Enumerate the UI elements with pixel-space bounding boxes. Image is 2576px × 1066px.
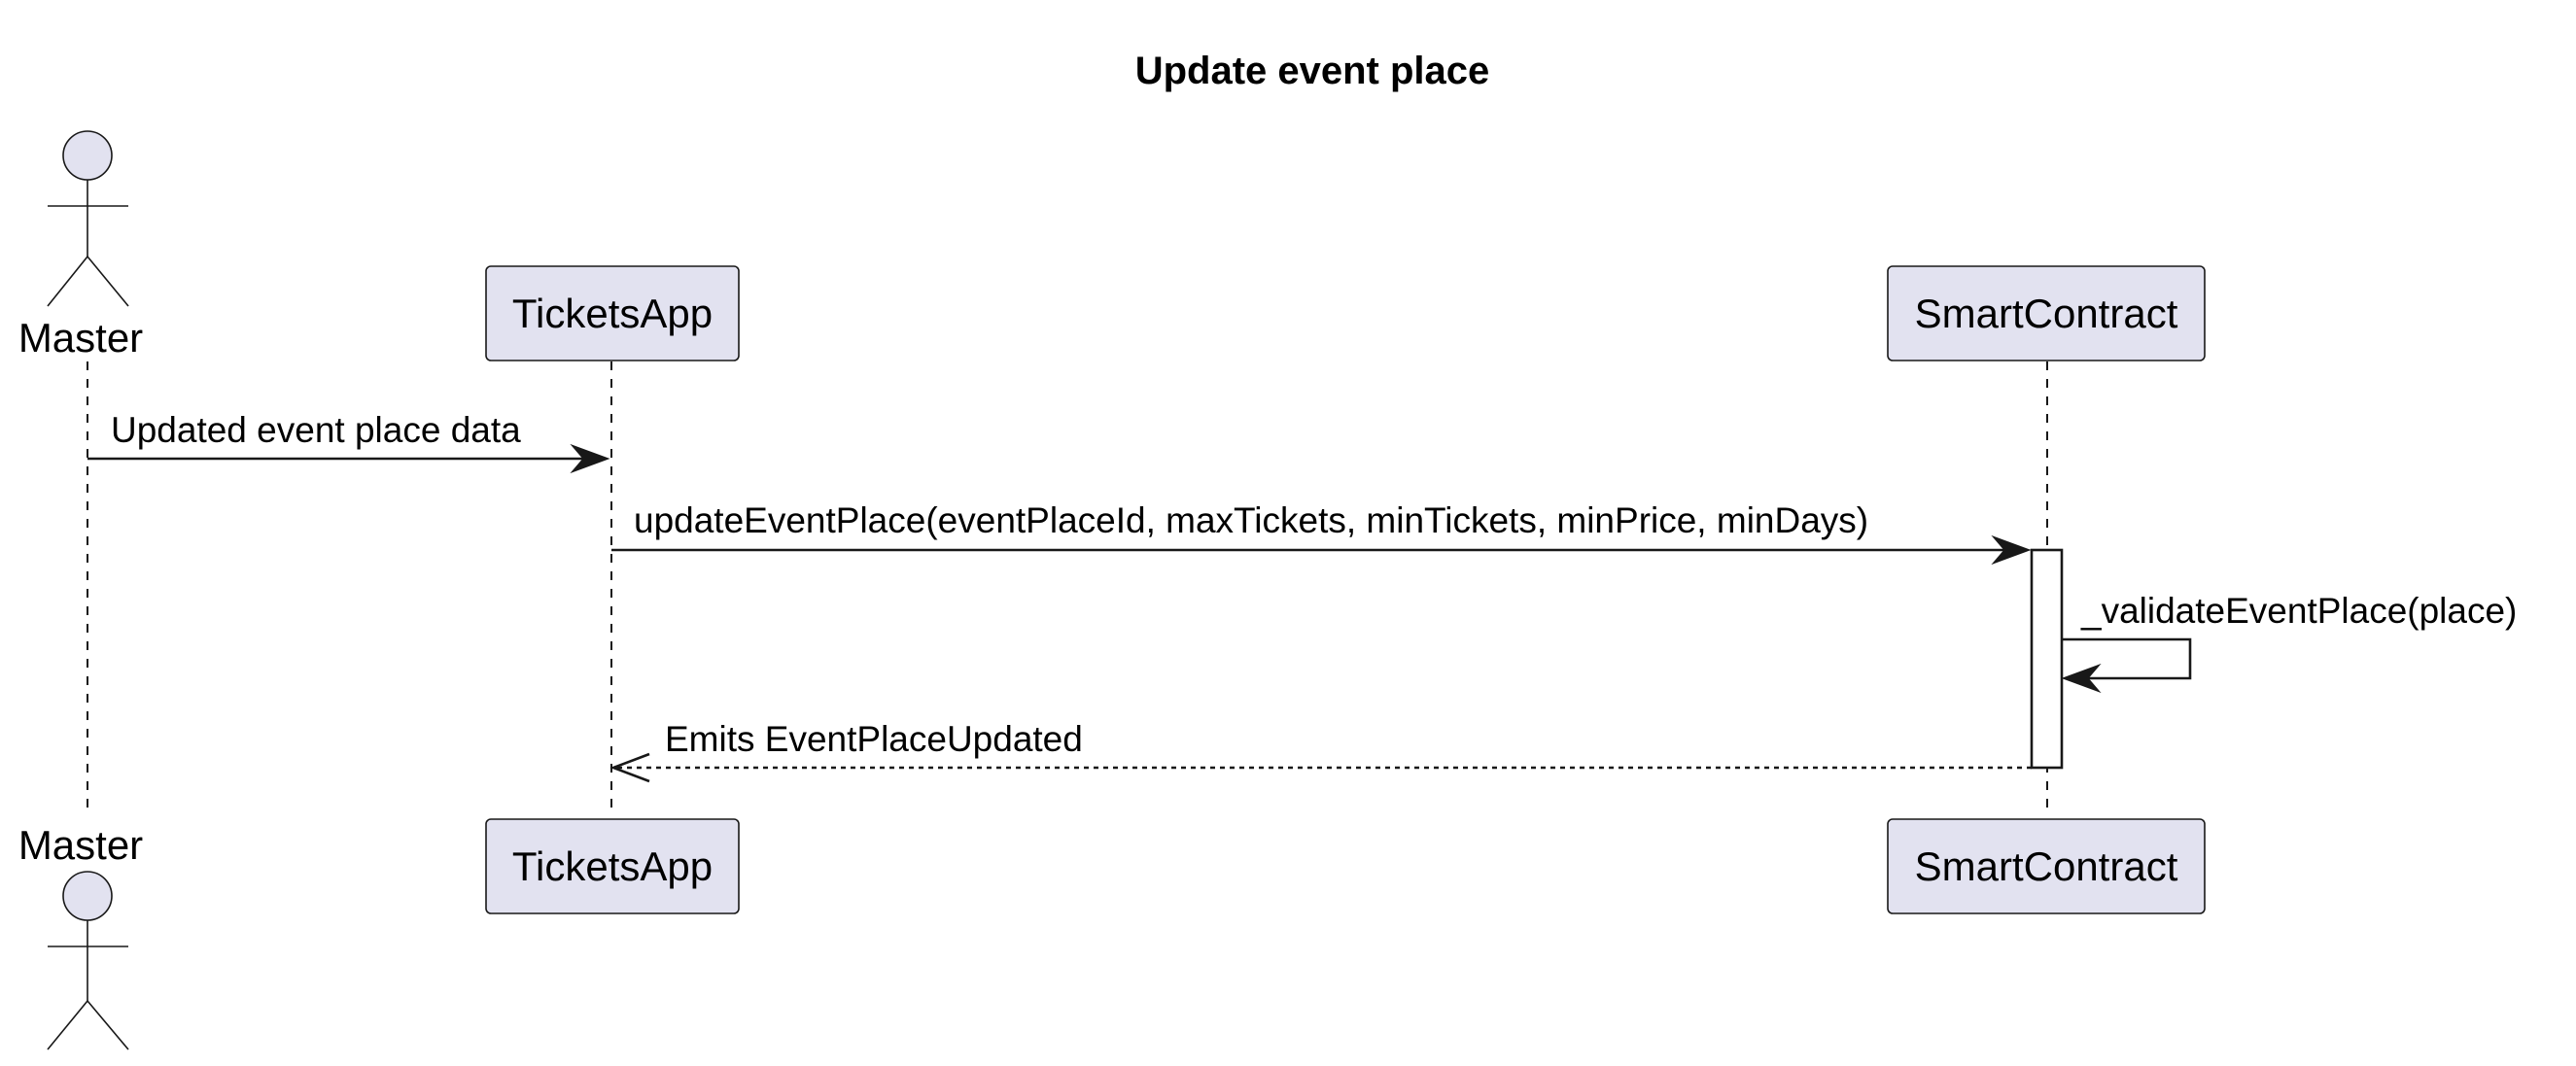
message-label: updateEventPlace(eventPlaceId, maxTicket… [634, 500, 1868, 540]
message-label: Updated event place data [111, 410, 521, 450]
master-label-top: Master [18, 315, 143, 361]
diagram-title: Update event place [1135, 50, 1490, 92]
message-validate-event-place: _validateEventPlace(place) [2061, 591, 2517, 694]
master-actor-head [62, 871, 113, 921]
smartcontract-box-top [1887, 265, 2206, 361]
smartcontract-label-top: SmartContract [1915, 291, 2178, 336]
master-actor-head [62, 130, 113, 181]
message-emits-event-place-updated: Emits EventPlaceUpdated [609, 719, 2032, 783]
master-actor-top: Master [18, 130, 143, 361]
master-label-bottom: Master [18, 822, 143, 868]
smartcontract-label-bottom: SmartContract [1915, 843, 2178, 889]
smartcontract-box-bottom [1887, 818, 2206, 914]
ticketsapp-participant-bottom: TicketsApp [485, 818, 740, 914]
message-updated-event-place-data: Updated event place data [87, 410, 610, 474]
message-update-event-place-call: updateEventPlace(eventPlaceId, maxTicket… [611, 500, 2032, 566]
smartcontract-activation-bar [2030, 548, 2064, 770]
arrowhead-icon [1991, 534, 2032, 566]
master-actor-bottom: Master [18, 822, 143, 1050]
open-arrowhead-icon [609, 752, 650, 783]
ticketsapp-label-top: TicketsApp [512, 291, 713, 336]
arrowhead-icon [570, 443, 610, 474]
ticketsapp-box-bottom [485, 818, 740, 914]
smartcontract-participant-bottom: SmartContract [1887, 818, 2206, 914]
ticketsapp-label-bottom: TicketsApp [512, 843, 713, 889]
smartcontract-participant-top: SmartContract [1887, 265, 2206, 361]
message-label: _validateEventPlace(place) [2080, 591, 2517, 631]
arrowhead-icon [2061, 663, 2102, 694]
ticketsapp-participant-top: TicketsApp [485, 265, 740, 361]
ticketsapp-box-top [485, 265, 740, 361]
message-label: Emits EventPlaceUpdated [665, 719, 1083, 759]
